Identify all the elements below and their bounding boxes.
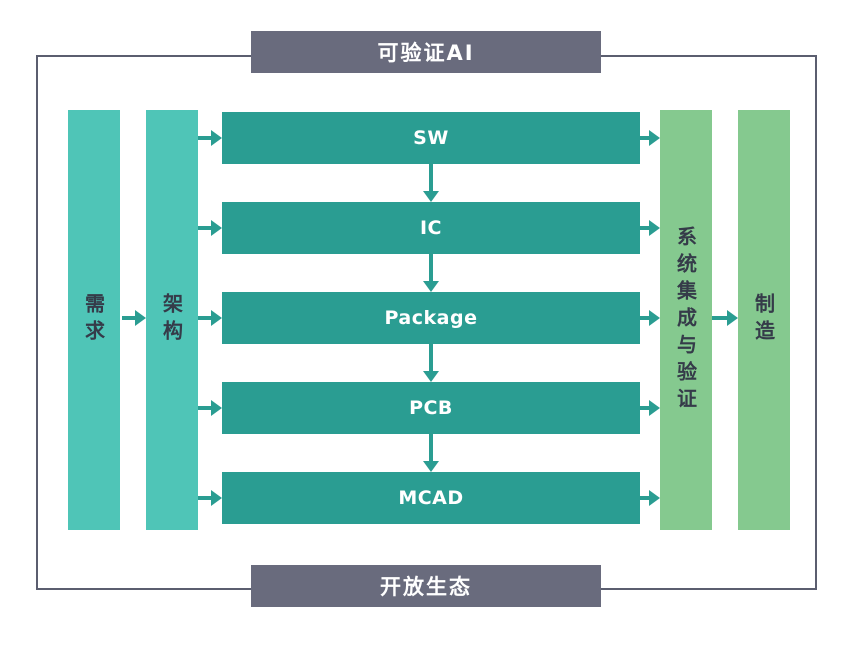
column-manufacturing-label: 制造 [751,293,776,347]
arrow-ic-to-integration [640,220,660,236]
column-system-integration-verification-label: 系统集成与验证 [673,225,698,415]
row-sw: SW [222,112,640,164]
arrow-mcad-to-integration [640,490,660,506]
row-ic-label: IC [419,217,442,239]
row-pcb: PCB [222,382,640,434]
column-system-integration-verification: 系统集成与验证 [660,110,712,530]
row-pcb-label: PCB [409,397,453,419]
arrow-pcb-to-mcad [423,434,439,472]
column-architecture-label: 架构 [159,293,184,347]
arrow-integration-to-manufacturing [710,310,738,326]
row-mcad-label: MCAD [398,487,464,509]
column-manufacturing: 制造 [738,110,790,530]
arrow-requirements-to-architecture [122,310,146,326]
arrow-package-to-integration [640,310,660,326]
arrow-architecture-to-ic [196,220,222,236]
row-ic: IC [222,202,640,254]
row-package-label: Package [384,307,478,329]
row-sw-label: SW [413,127,449,149]
row-package: Package [222,292,640,344]
arrow-architecture-to-package [196,310,222,326]
bottom-banner-label: 开放生态 [380,575,472,599]
top-banner-verifiable-ai: 可验证AI [251,31,601,73]
arrow-architecture-to-pcb [196,400,222,416]
row-mcad: MCAD [222,472,640,524]
arrow-pcb-to-integration [640,400,660,416]
arrow-sw-to-integration [640,130,660,146]
bottom-banner-open-ecosystem: 开放生态 [251,565,601,607]
column-architecture: 架构 [146,110,198,530]
column-requirements-label: 需求 [81,293,106,347]
arrow-ic-to-package [423,254,439,292]
arrow-architecture-to-sw [196,130,222,146]
arrow-architecture-to-mcad [196,490,222,506]
top-banner-label: 可验证AI [377,41,475,65]
arrow-sw-to-ic [423,164,439,202]
column-requirements: 需求 [68,110,120,530]
arrow-package-to-pcb [423,344,439,382]
